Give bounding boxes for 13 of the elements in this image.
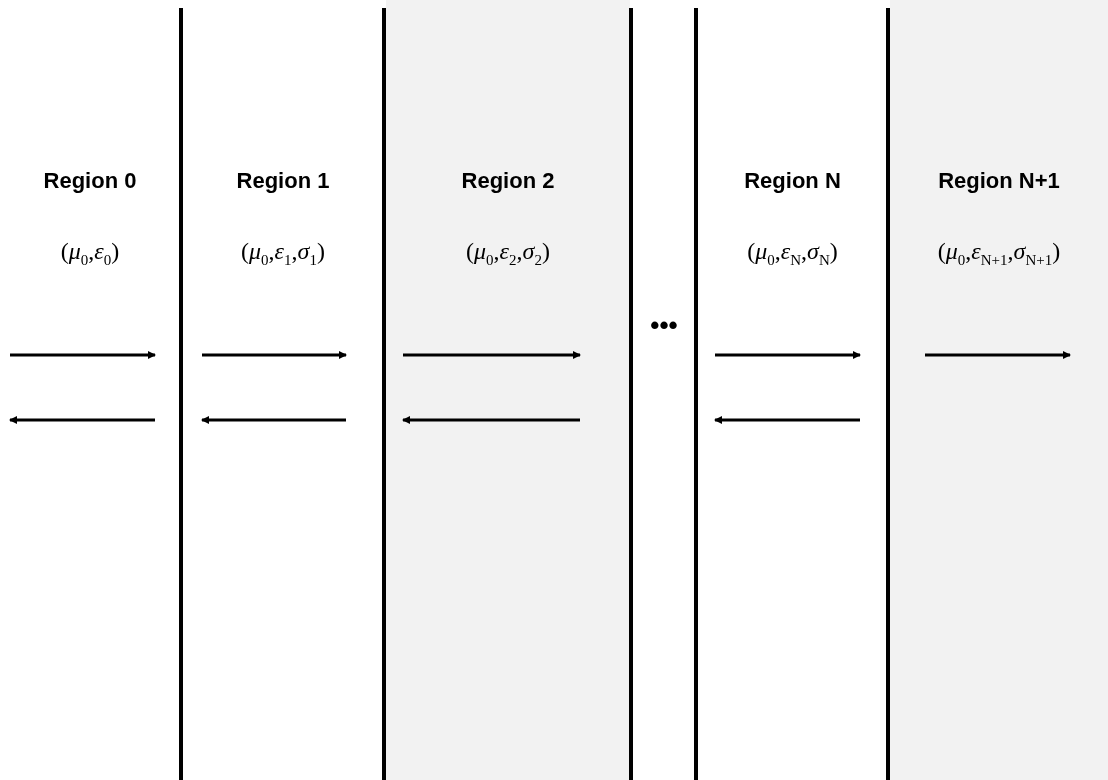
material-parameters: (μ$_{0}$,ε$_{N+1}$,σ$_{N+1}$) (936, 238, 1062, 269)
material-parameters: (μ$_{0}$,ε$_{0}$) (59, 238, 121, 269)
region-band (890, 0, 1108, 780)
material-parameters: (μ$_{0}$,ε$_{N}$,σ$_{N}$) (746, 238, 839, 269)
region-band (386, 0, 630, 780)
region-name: Region 1 (235, 168, 331, 194)
ellipsis: ••• (649, 310, 679, 341)
region-name: Region 2 (460, 168, 556, 194)
material-parameters: (μ$_{0}$,ε$_{2}$,σ$_{2}$) (465, 238, 551, 269)
region-name: Region N+1 (937, 168, 1061, 194)
material-parameters: (μ$_{0}$,ε$_{1}$,σ$_{1}$) (240, 238, 326, 269)
region-name: Region N (743, 168, 842, 194)
region-name: Region 0 (42, 168, 138, 194)
